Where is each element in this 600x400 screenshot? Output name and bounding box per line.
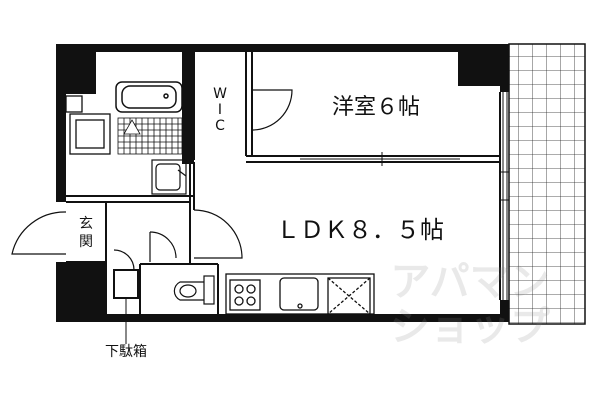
bath-floor-tiles — [117, 117, 183, 155]
svg-text:C: C — [215, 118, 225, 134]
watermark: アパマン ショップ — [390, 259, 550, 350]
wash-basin — [151, 159, 187, 195]
bathtub — [115, 81, 183, 113]
toilet — [173, 275, 215, 305]
entrance-label: 玄 関 — [79, 215, 93, 250]
washing-machine — [65, 95, 111, 155]
balcony — [508, 43, 586, 325]
ldk-label: ＬＤＫ８．５帖 — [276, 216, 444, 244]
sliding-door — [300, 152, 460, 166]
svg-text:W: W — [213, 86, 227, 102]
svg-text:関: 関 — [79, 234, 93, 250]
svg-text:アパマン: アパマン — [390, 259, 549, 305]
wic-label: W I C — [213, 86, 227, 134]
windows-right — [500, 92, 509, 300]
svg-text:I: I — [218, 102, 222, 118]
interior-walls — [66, 52, 501, 314]
door-swings — [11, 89, 293, 271]
svg-text:玄: 玄 — [79, 215, 93, 232]
kitchen-counter — [225, 273, 375, 315]
outer-walls — [56, 44, 509, 322]
shoe-box-label: 下駄箱 — [105, 344, 147, 360]
svg-text:ショップ: ショップ — [390, 304, 550, 350]
western-room-label: 洋室６帖 — [332, 95, 420, 120]
